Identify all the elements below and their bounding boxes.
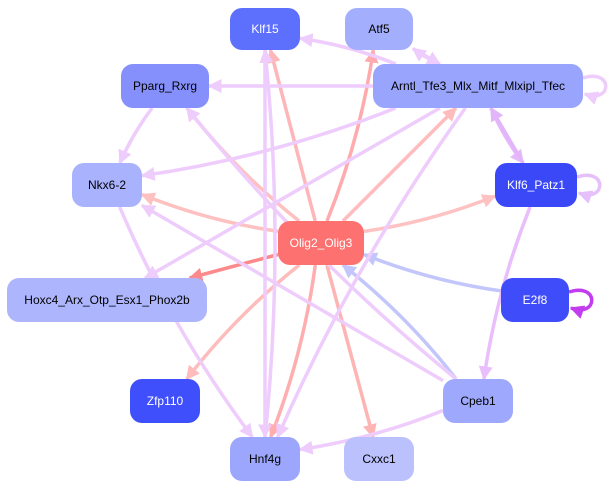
node-cxxc1[interactable]: Cxxc1 [344,437,414,481]
node-label: Pparg_Rxrg [133,79,197,93]
edge-atf5-to-arntl [412,47,442,66]
edges-layer [118,33,608,455]
node-box[interactable] [345,8,413,50]
node-atf5[interactable]: Atf5 [345,8,413,50]
node-box[interactable] [72,163,142,207]
node-label: Hoxc4_Arx_Otp_Esx1_Phox2b [24,293,190,307]
edge-e2f8-to-e2f8 [568,288,594,319]
node-box[interactable] [278,221,364,265]
node-arntl[interactable]: Arntl_Tfe3_Mlx_Mitf_Mlxipl_Tfec [373,64,583,108]
node-label: Klf6_Patz1 [507,178,565,192]
node-olig2-olig3[interactable]: Olig2_Olig3 [278,221,364,265]
node-box[interactable] [121,64,209,108]
edge-arntl-to-klf15 [298,33,397,66]
node-box[interactable] [130,379,200,423]
node-label: Nkx6-2 [88,178,126,192]
edge-olig2-olig3-to-nkx6-2 [140,192,279,234]
edge-klf6-patz1-to-klf6-patz1 [576,173,602,204]
edge-arntl-to-arntl [582,74,608,105]
edge-olig2-olig3-to-zfp110 [185,263,301,381]
node-pparg-rxrg[interactable]: Pparg_Rxrg [121,64,209,108]
edge-cpeb1-to-olig2-olig3 [341,263,458,381]
node-nkx6-2[interactable]: Nkx6-2 [72,163,142,207]
node-label: Klf15 [251,22,279,36]
node-box[interactable] [443,379,513,423]
node-cpeb1[interactable]: Cpeb1 [443,379,513,423]
node-klf15[interactable]: Klf15 [230,8,300,50]
node-label: Cxxc1 [362,452,396,466]
edge-arntl-to-nkx6-2 [140,106,397,181]
node-box[interactable] [230,8,300,50]
edge-olig2-olig3-to-hnf4g [268,264,318,439]
node-label: Cpeb1 [460,394,496,408]
node-e2f8[interactable]: E2f8 [501,278,569,322]
edge-hnf4g-to-klf15 [259,48,277,438]
node-hoxc4[interactable]: Hoxc4_Arx_Otp_Esx1_Phox2b [7,278,207,322]
edge-olig2-olig3-to-klf6-patz1 [363,194,497,234]
edge-pparg-rxrg-to-nkx6-2 [118,106,154,165]
edge-olig2-olig3-to-klf15 [266,48,317,222]
edge-olig2-olig3-to-arntl [341,106,458,223]
node-zfp110[interactable]: Zfp110 [130,379,200,423]
node-label: Hnf4g [249,452,281,466]
node-klf6-patz1[interactable]: Klf6_Patz1 [495,163,577,207]
edge-arntl-to-hoxc4 [143,106,441,280]
node-box[interactable] [501,278,569,322]
node-label: Arntl_Tfe3_Mlx_Mitf_Mlxipl_Tfec [391,79,565,93]
node-box[interactable] [7,278,207,322]
node-label: Atf5 [368,22,390,36]
node-label: E2f8 [523,293,548,307]
edge-arntl-to-hnf4g [275,106,467,439]
edge-olig2-olig3-to-hoxc4 [188,252,279,282]
edge-e2f8-to-olig2-olig3 [362,252,502,293]
node-box[interactable] [495,163,577,207]
node-box[interactable] [344,437,414,481]
edge-olig2-olig3-to-atf5 [325,48,379,222]
node-hnf4g[interactable]: Hnf4g [230,437,300,481]
node-box[interactable] [373,64,583,108]
node-label: Olig2_Olig3 [290,236,353,250]
node-box[interactable] [230,437,300,481]
edge-olig2-olig3-to-cxxc1 [325,264,377,439]
edge-nkx6-2-to-hnf4g [118,206,254,439]
edge-klf6-patz1-to-arntl [489,106,525,164]
edge-cpeb1-to-nkx6-2 [140,203,444,383]
edge-cpeb1-to-hnf4g [298,408,444,455]
node-label: Zfp110 [147,394,184,408]
